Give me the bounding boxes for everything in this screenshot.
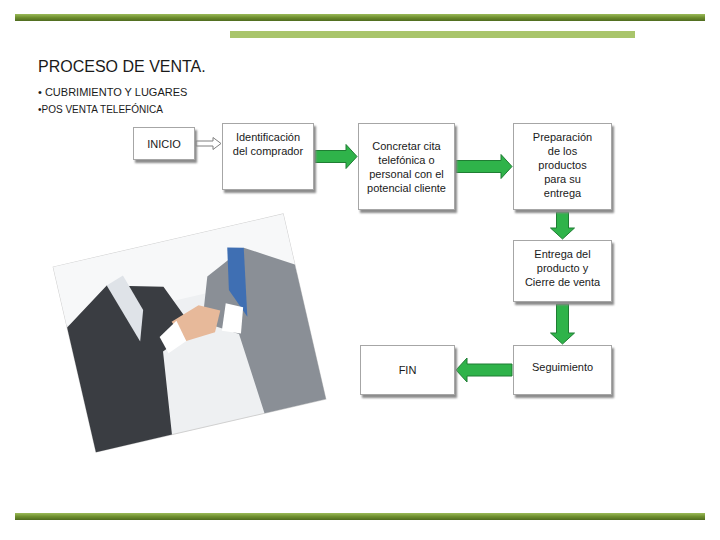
box-text: Entrega del producto y Cierre de venta <box>522 247 603 289</box>
bullet-label: •POS VENTA TELEFÓNICA <box>38 104 163 115</box>
flow-arrow <box>456 155 512 179</box>
flow-arrow <box>196 138 221 150</box>
bullet-label: • CUBRIMIENTO Y LUGARES <box>38 86 187 98</box>
flow-arrow <box>315 145 357 169</box>
process-box: Entrega del producto y Cierre de venta <box>513 240 612 302</box>
handshake-photo <box>53 214 326 452</box>
top-bar <box>15 14 705 21</box>
process-box: Preparación de los productos para su ent… <box>513 123 612 210</box>
process-box: Identificación del comprador <box>222 123 314 190</box>
process-box: INICIO <box>133 127 195 160</box>
bottom-bar <box>15 513 705 520</box>
box-text: INICIO <box>147 137 181 151</box>
box-text: Identificación del comprador <box>231 130 305 158</box>
box-text: Seguimiento <box>532 360 593 374</box>
box-text: Concretar cita telefónica o personal con… <box>367 139 446 195</box>
flow-arrow <box>551 212 575 239</box>
process-box: Seguimiento <box>513 345 612 395</box>
flow-arrow <box>456 358 512 382</box>
box-text: FIN <box>399 363 417 377</box>
flow-arrow <box>551 304 575 344</box>
slide-title: PROCESO DE VENTA. <box>38 58 206 76</box>
box-text: Preparación de los productos para su ent… <box>528 130 597 200</box>
process-box: Concretar cita telefónica o personal con… <box>358 123 455 210</box>
process-box: FIN <box>360 345 455 395</box>
top-sub-bar <box>230 31 635 38</box>
